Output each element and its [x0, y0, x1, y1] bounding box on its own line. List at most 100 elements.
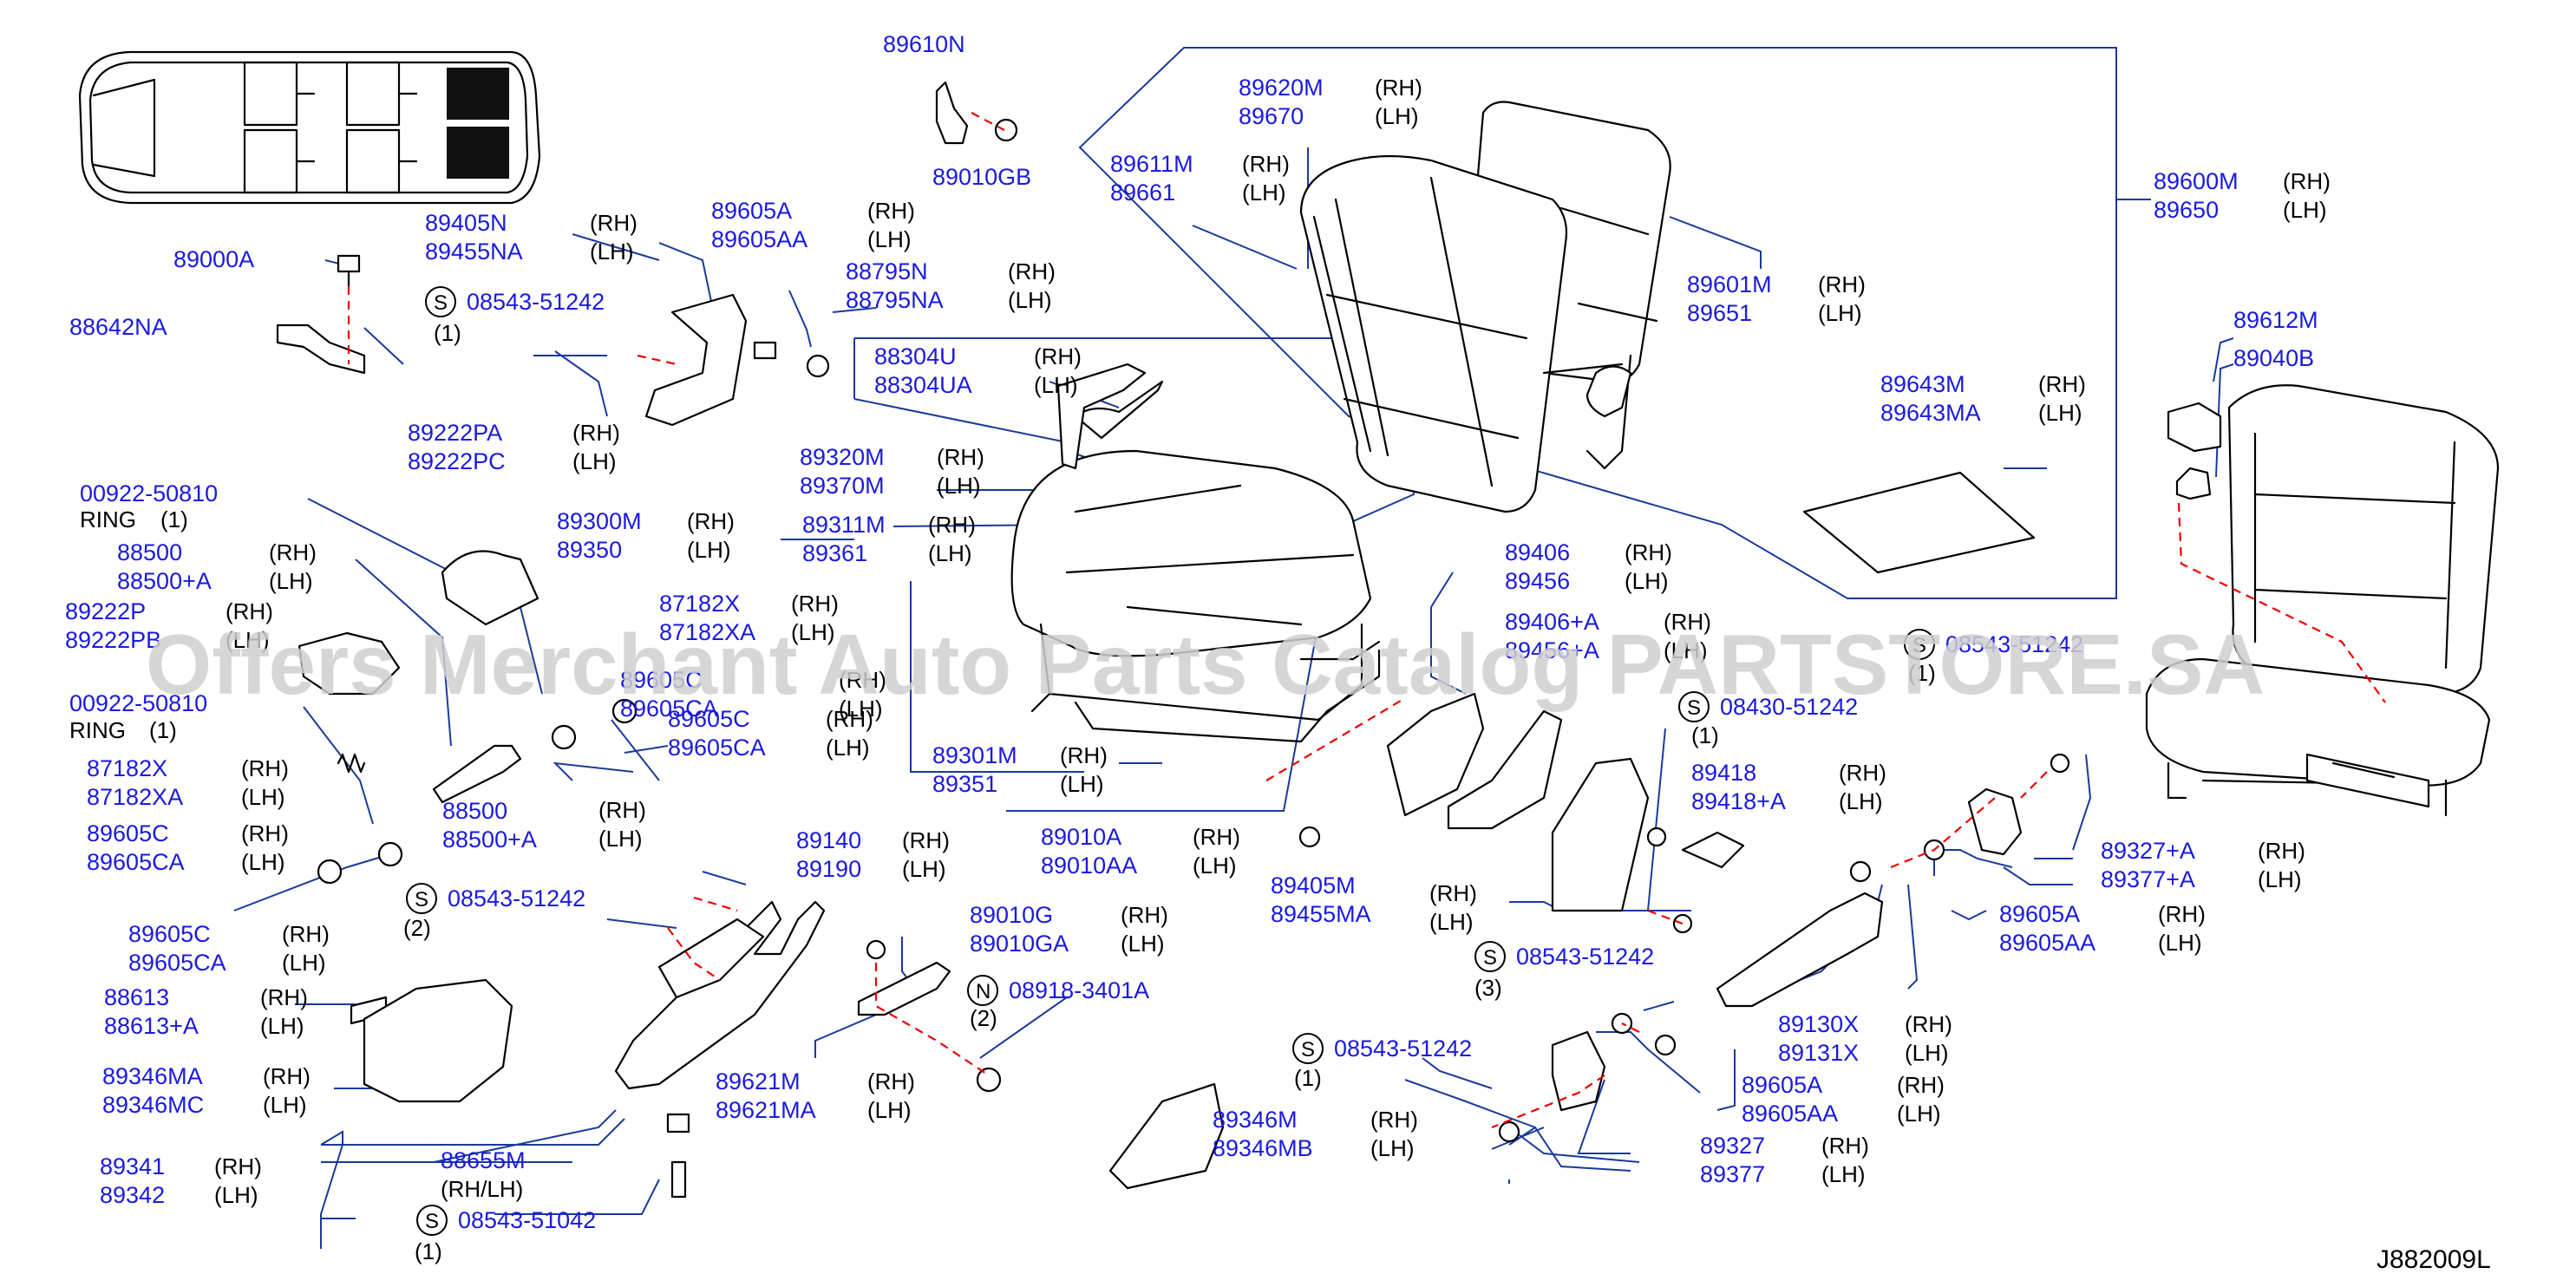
part-quantity: (1) [1908, 660, 1936, 686]
part-note: RING [69, 717, 126, 743]
part-number: 89456 [1505, 568, 1570, 594]
part-number: 89342 [100, 1182, 165, 1208]
callout-circle-icon [1904, 629, 1935, 660]
side-marker: (RH) [2258, 838, 2305, 864]
part-number: 89600M [2154, 168, 2239, 194]
part-number: 89406+A [1505, 609, 1599, 635]
part-number: 89643M [1880, 371, 1965, 397]
part-number: 89327 [1700, 1133, 1765, 1159]
side-marker: (LH) [937, 473, 981, 499]
rear-seat-back [1299, 101, 1671, 513]
part-number: 89300M [557, 508, 642, 534]
part-label: 89000A [173, 246, 254, 272]
assembly-dashes [347, 112, 2386, 1129]
side-marker: (RH) [269, 539, 317, 565]
part-number: 89605C [87, 820, 169, 846]
leader-lines [233, 47, 2234, 1249]
side-marker: (LH) [282, 950, 326, 976]
part-number: 89327+A [2101, 838, 2195, 864]
part-number: 89621M [716, 1068, 801, 1094]
part-number: 89377+A [2101, 866, 2195, 892]
side-marker: (RH) [590, 210, 637, 236]
vehicle-top-view [78, 50, 541, 205]
part-number: 89418 [1691, 760, 1756, 786]
side-marker: (RH) [1839, 760, 1886, 786]
part-number: 89222P [65, 598, 146, 624]
side-marker: (RH) [2038, 371, 2086, 397]
side-marker: (LH) [2258, 866, 2302, 892]
part-number: 87182X [87, 755, 167, 781]
side-marker: (RH) [572, 420, 620, 446]
part-number: 89190 [796, 856, 861, 882]
part-number: 89605CA [87, 849, 185, 875]
side-marker: (LH) [1897, 1101, 1941, 1127]
side-marker: (LH) [2283, 197, 2327, 223]
part-number: 89341 [100, 1153, 165, 1179]
part-number: 89661 [1110, 180, 1175, 206]
part-quantity: (1) [415, 1238, 442, 1264]
side-marker: (LH) [1008, 287, 1052, 313]
part-quantity: (1) [434, 320, 461, 346]
part-number: 89140 [796, 827, 861, 853]
side-marker: (LH) [1034, 372, 1078, 398]
part-number: 08543-51242 [1945, 631, 2083, 657]
side-marker: (LH) [1060, 771, 1104, 797]
side-marker: (RH) [826, 706, 873, 732]
side-marker: (RH) [928, 512, 976, 538]
side-marker: (LH) [263, 1092, 307, 1118]
side-marker: (RH) [839, 667, 886, 693]
part-number: 89405N [425, 210, 507, 236]
part-quantity: (2) [403, 915, 431, 941]
part-number: 89620M [1239, 75, 1324, 101]
part-number: 89406 [1505, 539, 1570, 565]
part-number: 89010A [1041, 824, 1121, 850]
side-marker: (RH) [226, 598, 273, 624]
part-label: (RH)(LH) [1429, 880, 1477, 935]
part-number: 88655M [441, 1147, 526, 1173]
part-number: 89010AA [1041, 853, 1137, 879]
part-number: 89605A [1999, 901, 2080, 927]
side-marker: (RH) [1664, 609, 1711, 635]
side-marker: (RH) [867, 1068, 915, 1094]
part-quantity: (3) [1474, 975, 1502, 1001]
side-marker: (LH) [791, 619, 835, 645]
side-marker: (RH) [2283, 168, 2331, 194]
part-number: 89611M [1110, 151, 1193, 177]
part-labels: 89610N89010GB89620M89670(RH)(LH)89611M89… [65, 31, 2331, 1264]
side-marker: (RH) [687, 508, 735, 534]
part-number: 88500+A [442, 826, 537, 853]
part-quantity: (1) [160, 506, 188, 532]
part-number: 89605CA [128, 950, 226, 976]
side-marker: (LH) [1370, 1135, 1415, 1161]
side-marker: (LH) [598, 826, 643, 852]
right-seat-assembly [2145, 384, 2500, 817]
side-marker: (LH) [269, 568, 313, 594]
side-marker: (LH) [1429, 909, 1474, 935]
watermark-text: Offers Merchant Auto Parts Catalog PARTS… [146, 617, 2265, 712]
callout-letter: S [425, 1210, 439, 1233]
part-number: 89605CA [668, 735, 766, 761]
part-number: 89370M [800, 473, 885, 499]
side-marker: (LH) [1839, 788, 1883, 814]
